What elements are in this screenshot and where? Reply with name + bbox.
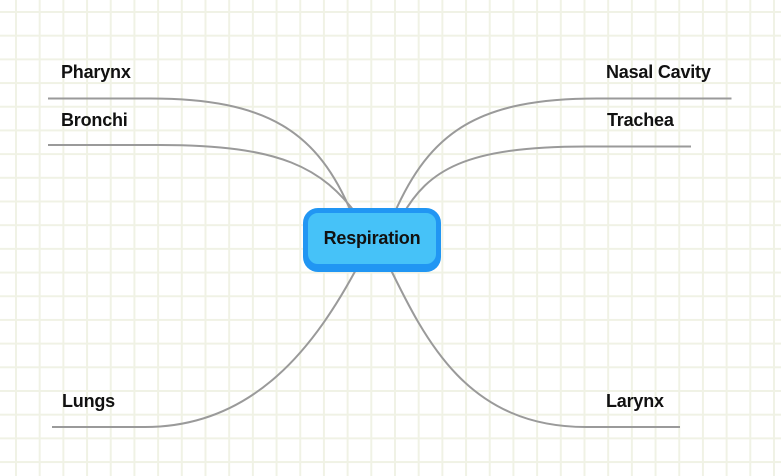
branch-label-trachea[interactable]: Trachea <box>607 110 674 130</box>
connector-trachea <box>401 145 691 217</box>
branch-label-lungs[interactable]: Lungs <box>62 391 115 411</box>
branch-label-nasal-cavity[interactable]: Nasal Cavity <box>606 62 711 82</box>
center-node-respiration[interactable]: Respiration <box>303 208 441 269</box>
connector-bronchi <box>48 144 359 217</box>
branch-label-bronchi[interactable]: Bronchi <box>61 110 128 130</box>
connector-nasal-cavity <box>393 97 732 215</box>
branch-label-larynx[interactable]: Larynx <box>606 391 664 411</box>
branch-label-pharynx[interactable]: Pharynx <box>61 62 131 82</box>
center-node-label: Respiration <box>323 228 421 248</box>
